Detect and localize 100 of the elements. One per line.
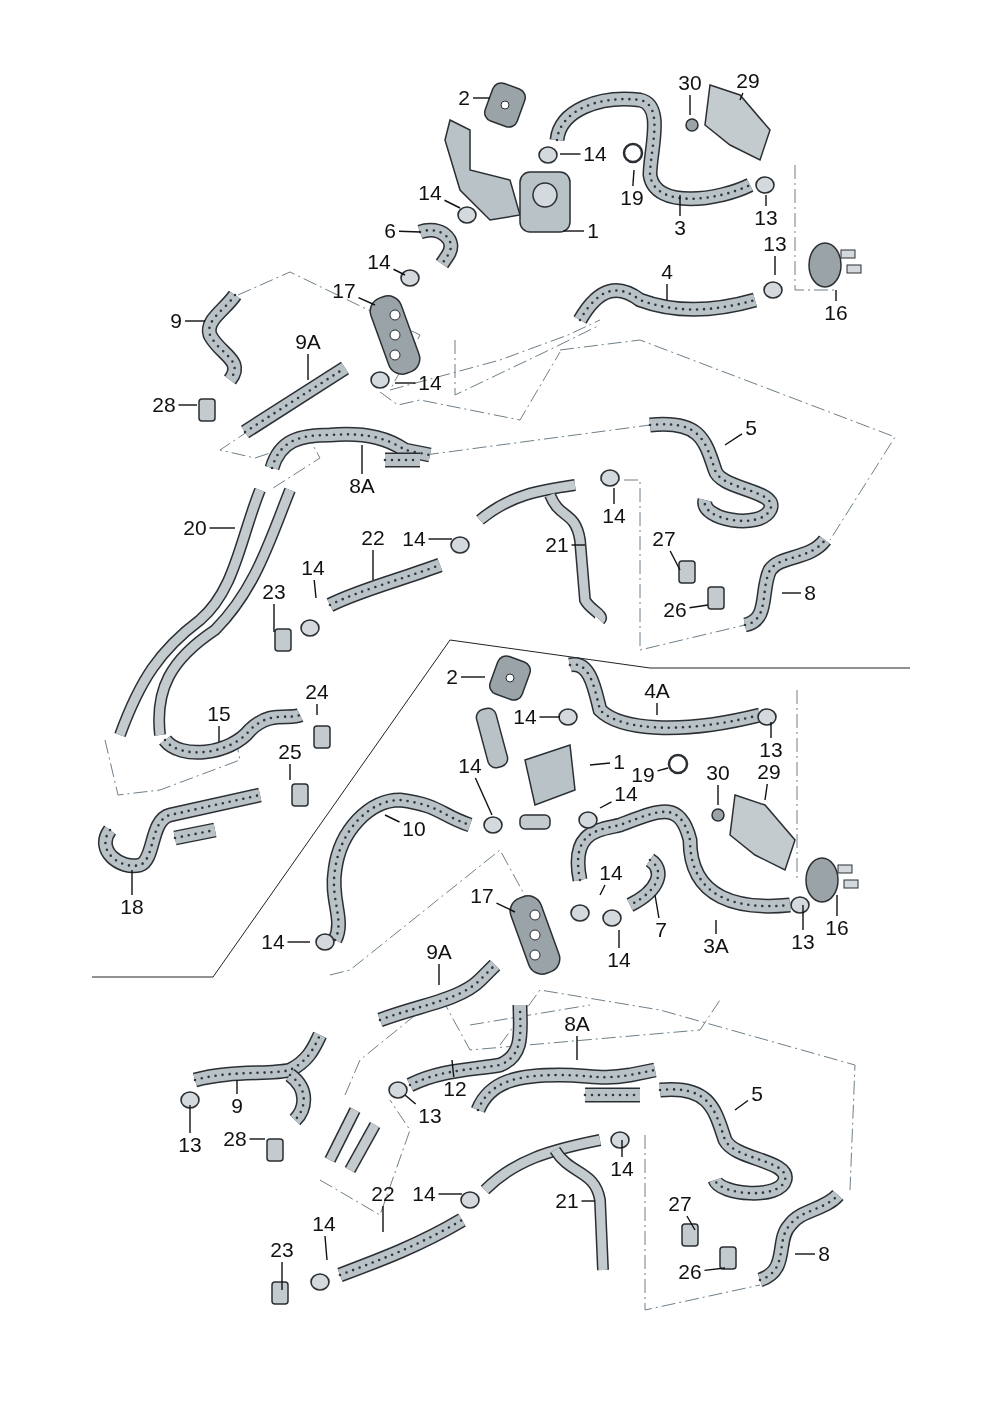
leader-line — [289, 763, 291, 781]
leader-line — [184, 320, 206, 322]
leader-line — [218, 725, 220, 743]
leader-line — [621, 1139, 623, 1158]
leader-line — [451, 1059, 455, 1078]
leader-line — [835, 289, 837, 302]
leader-line — [570, 544, 586, 546]
callout-number: 19 — [631, 764, 655, 786]
callout-number: 14 — [418, 372, 442, 394]
callout-number: 4 — [661, 261, 673, 283]
callout-number: 14 — [610, 1158, 634, 1180]
callout-number: 14 — [458, 755, 482, 777]
callout-number: 3 — [674, 217, 686, 239]
leader-line — [599, 801, 613, 809]
callout-number: 5 — [751, 1083, 763, 1105]
callout-number: 7 — [655, 919, 667, 941]
callout-number: 12 — [443, 1078, 467, 1100]
leader-line — [443, 199, 461, 209]
callout-number: 2 — [446, 666, 458, 688]
callout-number: 24 — [305, 681, 329, 703]
leader-line — [802, 904, 804, 931]
callout-number: 13 — [754, 207, 778, 229]
leader-line — [764, 783, 768, 801]
callout-number: 1 — [587, 220, 599, 242]
callout-number: 13 — [763, 233, 787, 255]
callout-number: 8 — [818, 1243, 830, 1265]
leader-line — [131, 869, 133, 896]
callout-number: 22 — [371, 1183, 395, 1205]
leader-line — [273, 603, 275, 633]
leader-line — [427, 538, 453, 540]
leader-line — [794, 1253, 816, 1255]
leader-line — [248, 1138, 266, 1140]
leader-line — [774, 255, 776, 276]
callout-number: 16 — [824, 302, 848, 324]
leader-line — [208, 527, 236, 529]
callout-number: 16 — [825, 917, 849, 939]
leader-line — [316, 703, 318, 716]
callout-number: 17 — [332, 280, 356, 302]
leader-line — [717, 784, 719, 806]
callout-number: 21 — [545, 534, 569, 556]
leader-line — [384, 814, 401, 823]
callout-number: 8A — [349, 475, 375, 497]
callout-number: 30 — [706, 762, 730, 784]
callout-number: 27 — [668, 1193, 692, 1215]
leader-line — [372, 549, 374, 581]
callout-number: 14 — [261, 931, 285, 953]
callout-number: 23 — [270, 1239, 294, 1261]
leader-line — [189, 1104, 191, 1134]
callout-number: 14 — [367, 251, 391, 273]
leader-line — [576, 1035, 578, 1061]
callout-number: 10 — [402, 818, 426, 840]
leader-line — [632, 169, 635, 187]
callout-number: 26 — [663, 599, 687, 621]
leader-line — [765, 194, 767, 207]
callout-number: 28 — [223, 1128, 247, 1150]
leader-line — [686, 1215, 696, 1231]
leader-line — [599, 884, 606, 896]
callout-number: 14 — [301, 557, 325, 579]
leader-line — [580, 1200, 596, 1202]
callout-number: 14 — [614, 783, 638, 805]
leader-line — [474, 777, 493, 816]
leader-line — [382, 1205, 384, 1233]
leader-line — [679, 194, 681, 217]
callout-number: 14 — [513, 706, 537, 728]
callout-number: 28 — [152, 394, 176, 416]
callout-number: 14 — [583, 143, 607, 165]
leader-line — [703, 1267, 726, 1272]
leader-line — [739, 92, 744, 101]
leader-line — [357, 296, 376, 306]
callout-number: 14 — [312, 1213, 336, 1235]
callout-number: 8A — [564, 1013, 590, 1035]
leader-line — [313, 579, 317, 599]
leader-line — [618, 929, 620, 949]
leader-line — [589, 762, 611, 766]
callout-number: 25 — [278, 741, 302, 763]
callout-number: 26 — [678, 1261, 702, 1283]
callout-number: 14 — [418, 182, 442, 204]
callout-number: 6 — [384, 220, 396, 242]
leader-line — [437, 1193, 463, 1195]
callout-number: 4A — [644, 680, 670, 702]
leader-line — [689, 94, 691, 116]
callout-number: 18 — [120, 896, 144, 918]
callout-number: 1 — [613, 751, 625, 773]
callout-number: 19 — [620, 187, 644, 209]
leader-line — [715, 919, 717, 935]
leader-line — [394, 382, 417, 384]
leader-line — [562, 230, 585, 232]
leader-line — [656, 767, 669, 772]
callout-number: 14 — [412, 1183, 436, 1205]
callout-number: 14 — [402, 528, 426, 550]
leader-line — [324, 1235, 328, 1261]
callout-number: 14 — [607, 949, 631, 971]
callout-number: 9A — [295, 331, 321, 353]
leader-line — [666, 283, 668, 301]
callout-number: 8 — [804, 582, 816, 604]
leader-line — [236, 1079, 238, 1095]
leader-line — [654, 894, 660, 919]
leader-line — [361, 444, 363, 475]
callout-number: 13 — [791, 931, 815, 953]
leader-line — [724, 433, 743, 446]
